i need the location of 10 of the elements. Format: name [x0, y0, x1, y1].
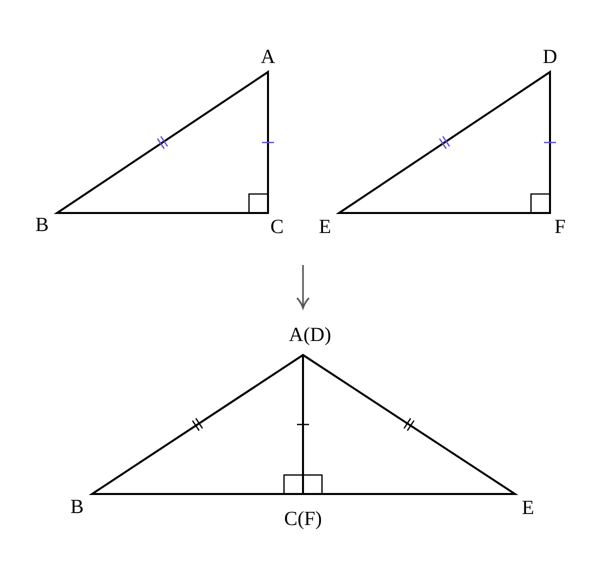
vertex-label: B	[70, 497, 84, 517]
vertex-label: D	[542, 47, 558, 67]
vertex-label: A(D)	[288, 325, 332, 345]
vertex-label: E	[522, 498, 534, 518]
vertex-label: A	[260, 47, 276, 67]
vertex-label: F	[554, 217, 566, 237]
vertex-label: C(F)	[284, 509, 322, 529]
vertex-label: C	[270, 217, 284, 237]
vertex-label: B	[35, 215, 49, 235]
vertex-label: E	[318, 217, 332, 237]
